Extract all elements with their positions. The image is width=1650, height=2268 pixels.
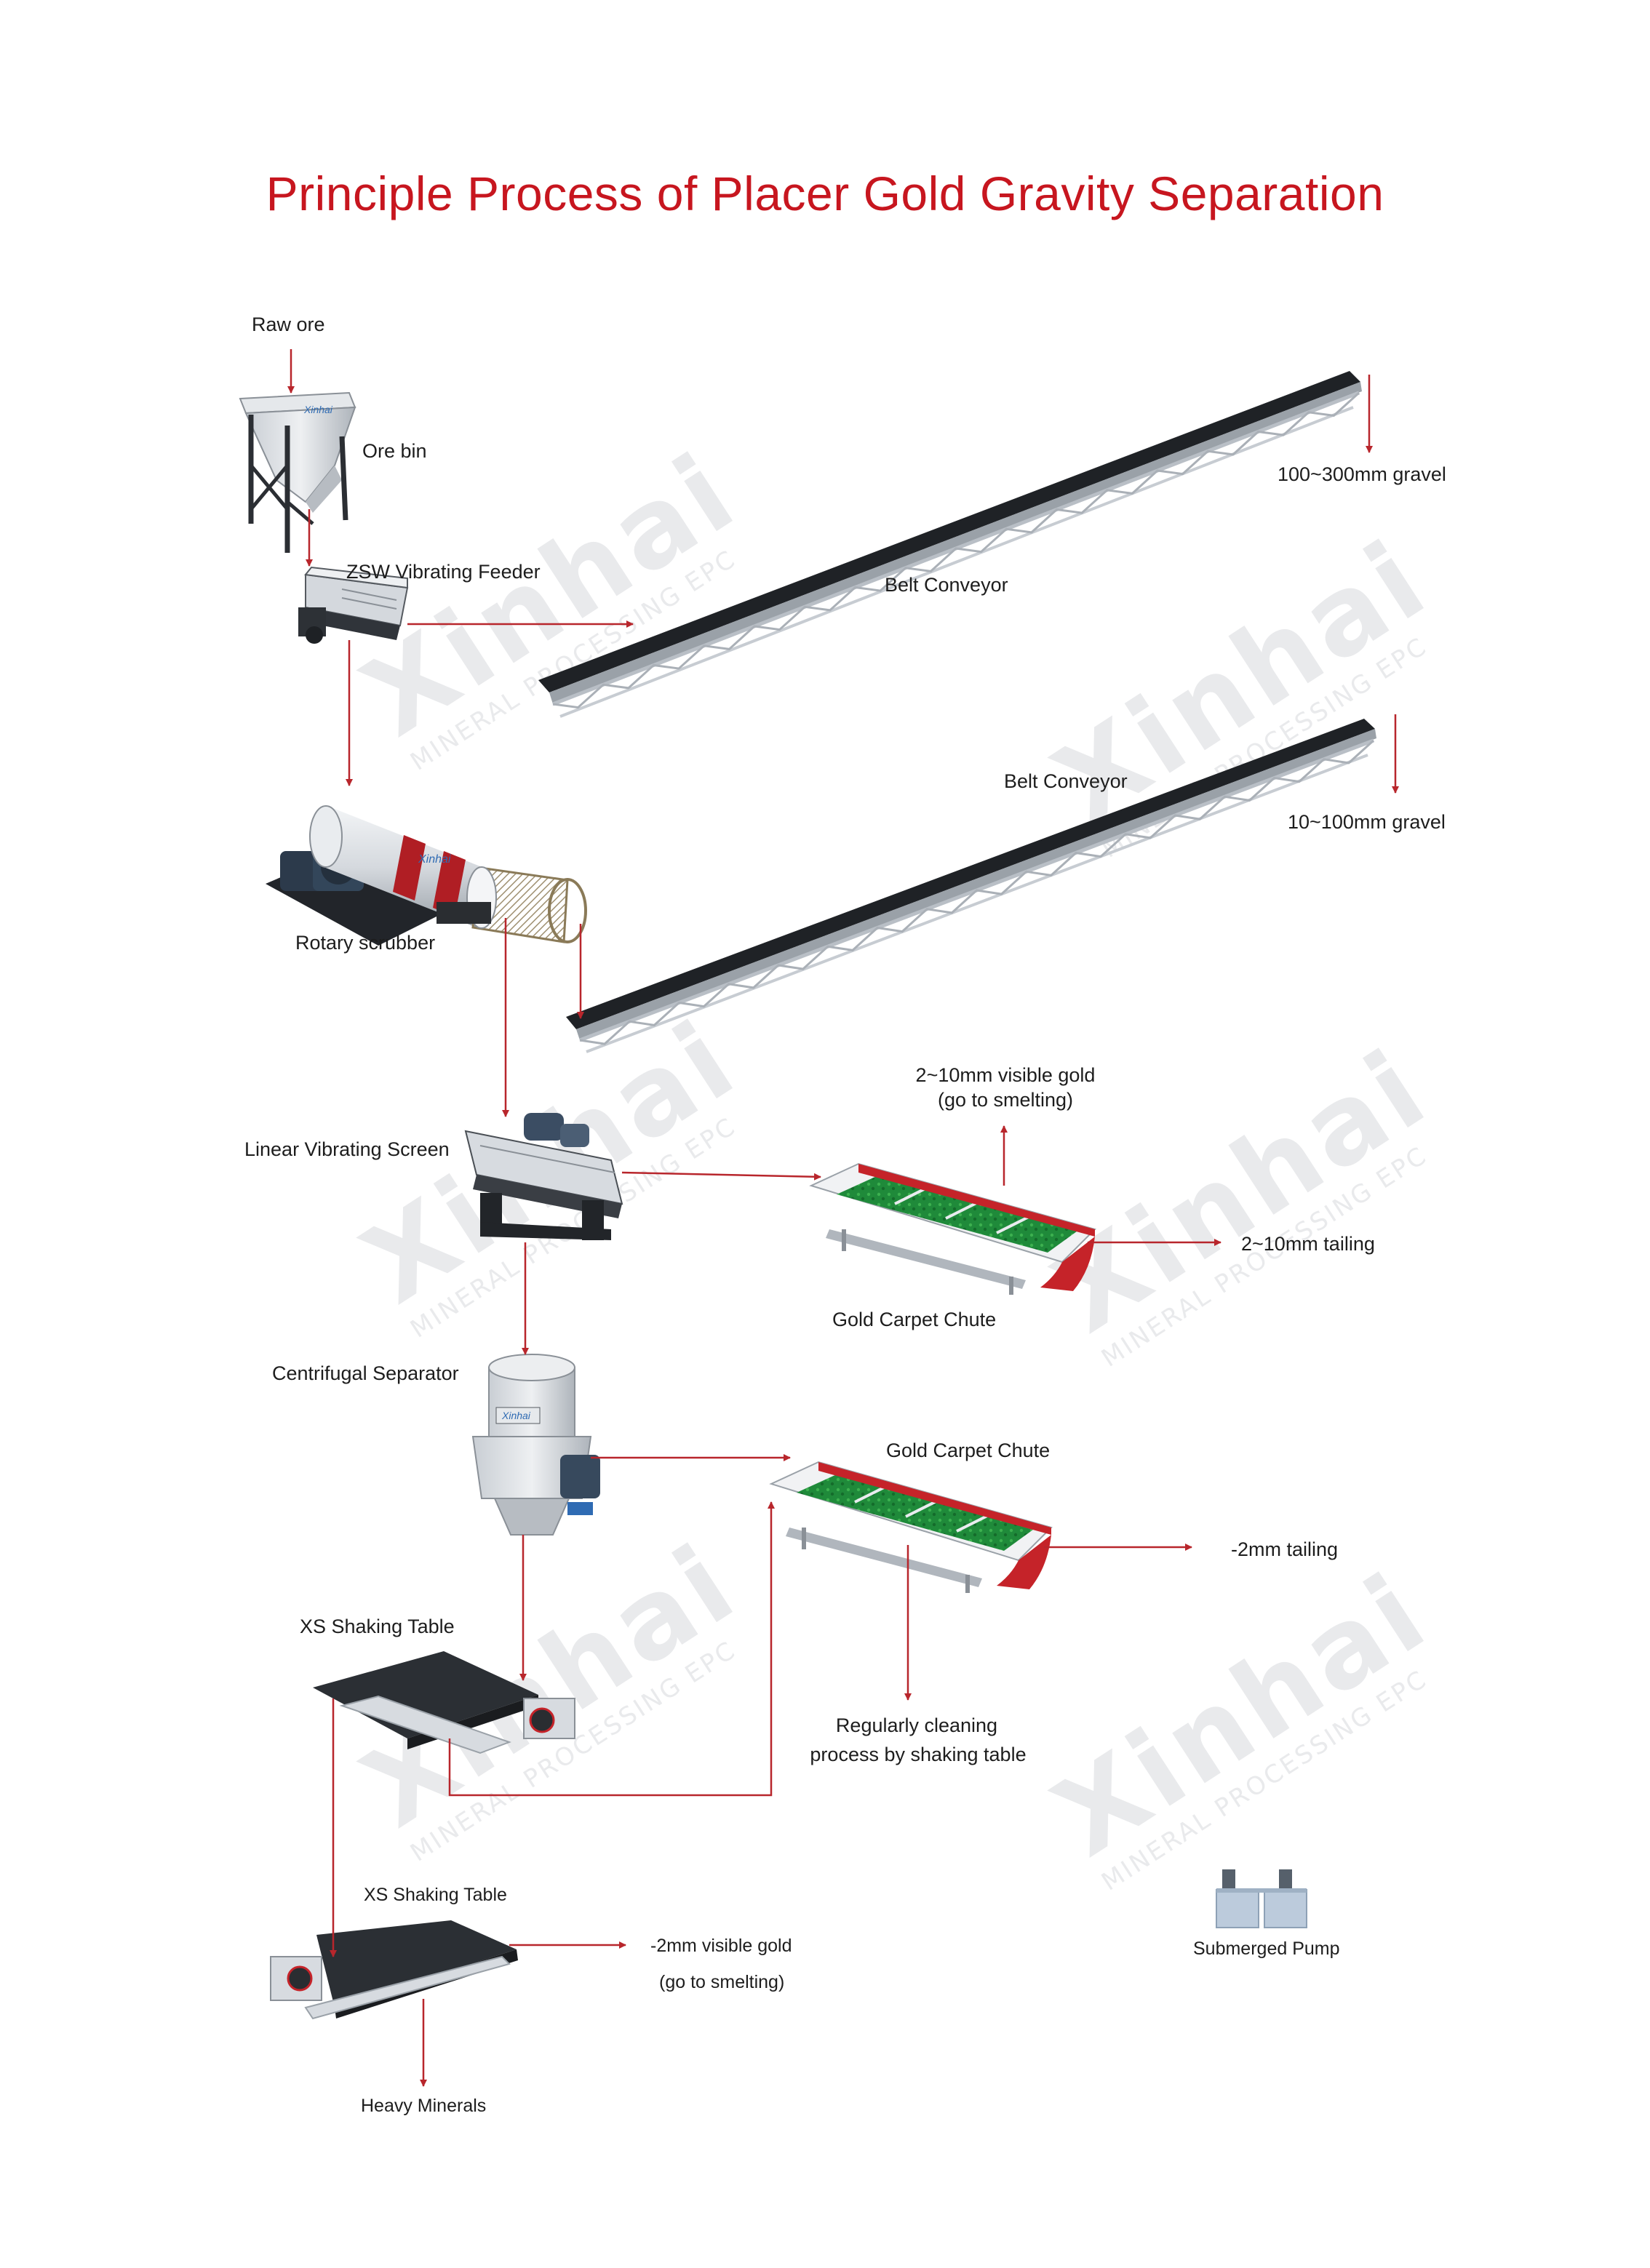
submerged-pump-icon (1216, 1869, 1307, 1928)
rotary-scrubber-icon: Xinhai (266, 805, 587, 946)
label-belt-conveyor-2: Belt Conveyor (1004, 770, 1128, 792)
label-tailing-1: 2~10mm tailing (1241, 1233, 1375, 1255)
shaking-table-1-icon (313, 1651, 575, 1754)
label-ore-bin: Ore bin (362, 440, 427, 462)
label-submerged-pump: Submerged Pump (1193, 1938, 1340, 1959)
label-heavy-minerals: Heavy Minerals (361, 2096, 487, 2116)
label-rotary-scrubber: Rotary scrubber (295, 932, 436, 954)
label-centrifugal: Centrifugal Separator (272, 1362, 459, 1384)
label-shaking-table-2: XS Shaking Table (364, 1885, 507, 1905)
label-visible-gold-2b: (go to smelting) (659, 1972, 785, 1992)
label-gravel-1: 100~300mm gravel (1278, 463, 1446, 485)
shaking-table-2-icon (270, 1920, 518, 2020)
flow-lines (287, 349, 1399, 2087)
ore-bin-logo: Xinhai (303, 404, 333, 415)
label-linear-screen: Linear Vibrating Screen (244, 1138, 450, 1160)
label-visible-gold-1b: (go to smelting) (937, 1089, 1074, 1111)
centrifugal-separator-icon: Xinhai (471, 1354, 600, 1536)
label-cleaning-a: Regularly cleaning (835, 1714, 998, 1736)
belt-conveyor-1-icon (538, 371, 1362, 718)
belt-conveyor-2-icon (566, 719, 1376, 1053)
ore-bin-icon: Xinhai (239, 391, 356, 553)
label-gold-chute-2: Gold Carpet Chute (886, 1440, 1051, 1461)
label-visible-gold-1a: 2~10mm visible gold (915, 1064, 1096, 1086)
scrubber-logo: Xinhai (418, 853, 451, 866)
gold-carpet-chute-1-icon (809, 1162, 1096, 1295)
centrifugal-logo: Xinhai (501, 1410, 531, 1421)
label-gold-chute-1: Gold Carpet Chute (832, 1309, 997, 1330)
label-raw-ore: Raw ore (252, 314, 325, 335)
label-tailing-2: -2mm tailing (1231, 1538, 1339, 1560)
gold-carpet-chute-2-icon (769, 1461, 1053, 1593)
vibrating-feeder-icon (298, 566, 409, 644)
label-visible-gold-2a: -2mm visible gold (650, 1936, 792, 1956)
label-belt-conveyor-1: Belt Conveyor (885, 574, 1008, 596)
label-cleaning-b: process by shaking table (810, 1744, 1027, 1765)
label-gravel-2: 10~100mm gravel (1288, 811, 1446, 833)
label-vibrating-feeder: ZSW Vibrating Feeder (346, 561, 541, 583)
page-title: Principle Process of Placer Gold Gravity… (266, 167, 1384, 220)
linear-vibrating-screen-icon (464, 1113, 623, 1240)
label-shaking-table-1: XS Shaking Table (300, 1616, 455, 1637)
